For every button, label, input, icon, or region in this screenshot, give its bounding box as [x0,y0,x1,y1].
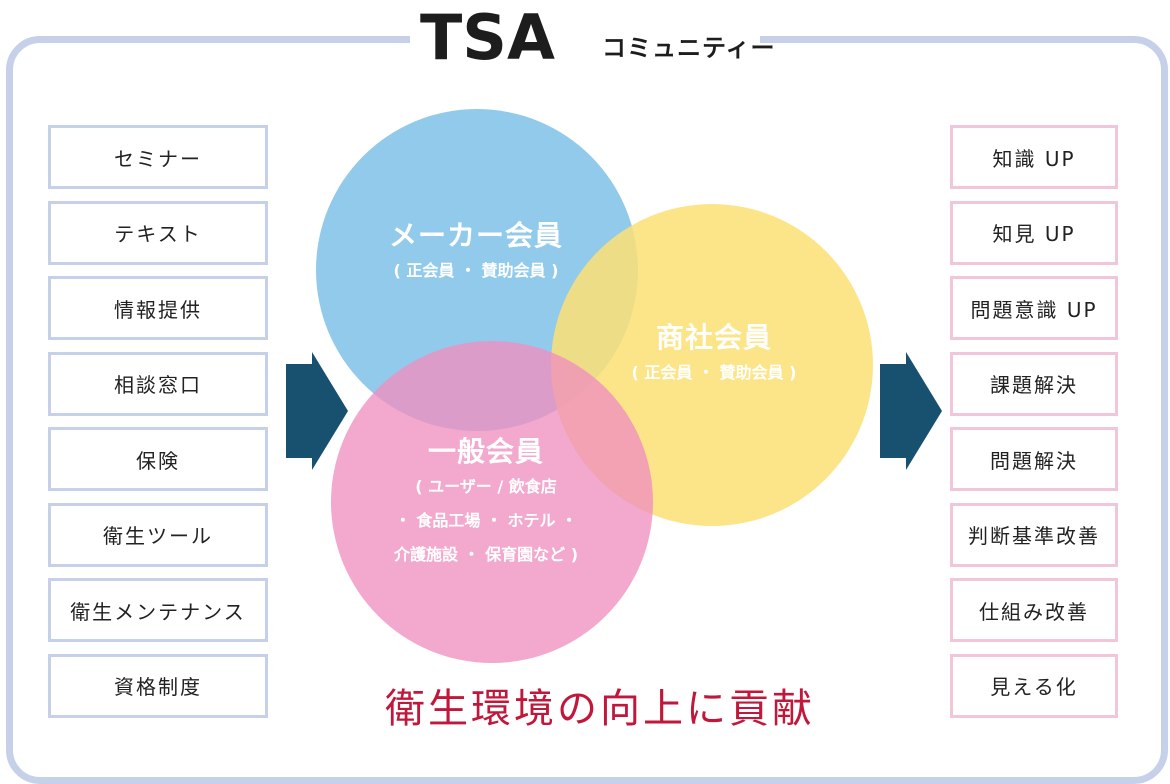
footer-slogan: 衛生環境の向上に貢献 [385,686,815,732]
left-item: 資格制度 [48,653,268,718]
general-label: 一般会員 ( ユーザー / 飲食店 ・ 食品工場 ・ ホテル ・ 介護施設 ・ … [360,430,612,572]
right-item: 仕組み改善 [950,578,1118,642]
right-arrow-icon [880,352,942,470]
logo-mark-text: TSA [420,9,555,67]
left-item: 衛生メンテナンス [48,578,268,642]
left-item: セミナー [48,125,268,189]
right-item: 知見 UP [950,200,1118,265]
logo-subtitle: コミュニティー [602,33,776,62]
left-item: 情報提供 [48,276,268,340]
trade-subtitle: ( 正会員 ・ 賛助会員 ) [631,363,797,382]
logo-background [410,8,760,72]
right-item: 問題解決 [950,427,1118,491]
general-subtitle-line: ( ユーザー / 飲食店 [415,477,557,496]
trade-label: 商社会員 ( 正会員 ・ 賛助会員 ) [598,316,830,390]
right-item: 問題意識 UP [950,276,1118,340]
tsa-logo-mark: TSA [420,9,555,67]
left-column: セミナー テキスト 情報提供 相談窓口 保険 衛生ツール 衛生メンテナンス 資格… [48,125,268,729]
left-item: テキスト [48,200,268,265]
right-item: 課題解決 [950,351,1118,416]
tsa-logo: TSA コミュニティー [420,6,776,70]
maker-subtitle: ( 正会員 ・ 賛助会員 ) [393,261,559,280]
maker-label: メーカー会員 ( 正会員 ・ 賛助会員 ) [360,214,592,288]
left-item: 衛生ツール [48,502,268,567]
left-item: 保険 [48,427,268,491]
left-item: 相談窓口 [48,351,268,416]
general-subtitle-line: 介護施設 ・ 保育園など ) [393,545,579,564]
right-item: 判断基準改善 [950,502,1118,567]
right-column: 知識 UP 知見 UP 問題意識 UP 課題解決 問題解決 判断基準改善 仕組み… [950,125,1118,729]
left-arrow-icon [286,352,348,470]
general-title: 一般会員 [427,435,544,468]
right-item: 知識 UP [950,125,1118,189]
maker-title: メーカー会員 [388,219,563,252]
general-subtitle-line: ・ 食品工場 ・ ホテル ・ [394,511,578,530]
trade-title: 商社会員 [655,321,772,354]
right-item: 見える化 [950,653,1118,718]
circle-general [331,341,653,663]
